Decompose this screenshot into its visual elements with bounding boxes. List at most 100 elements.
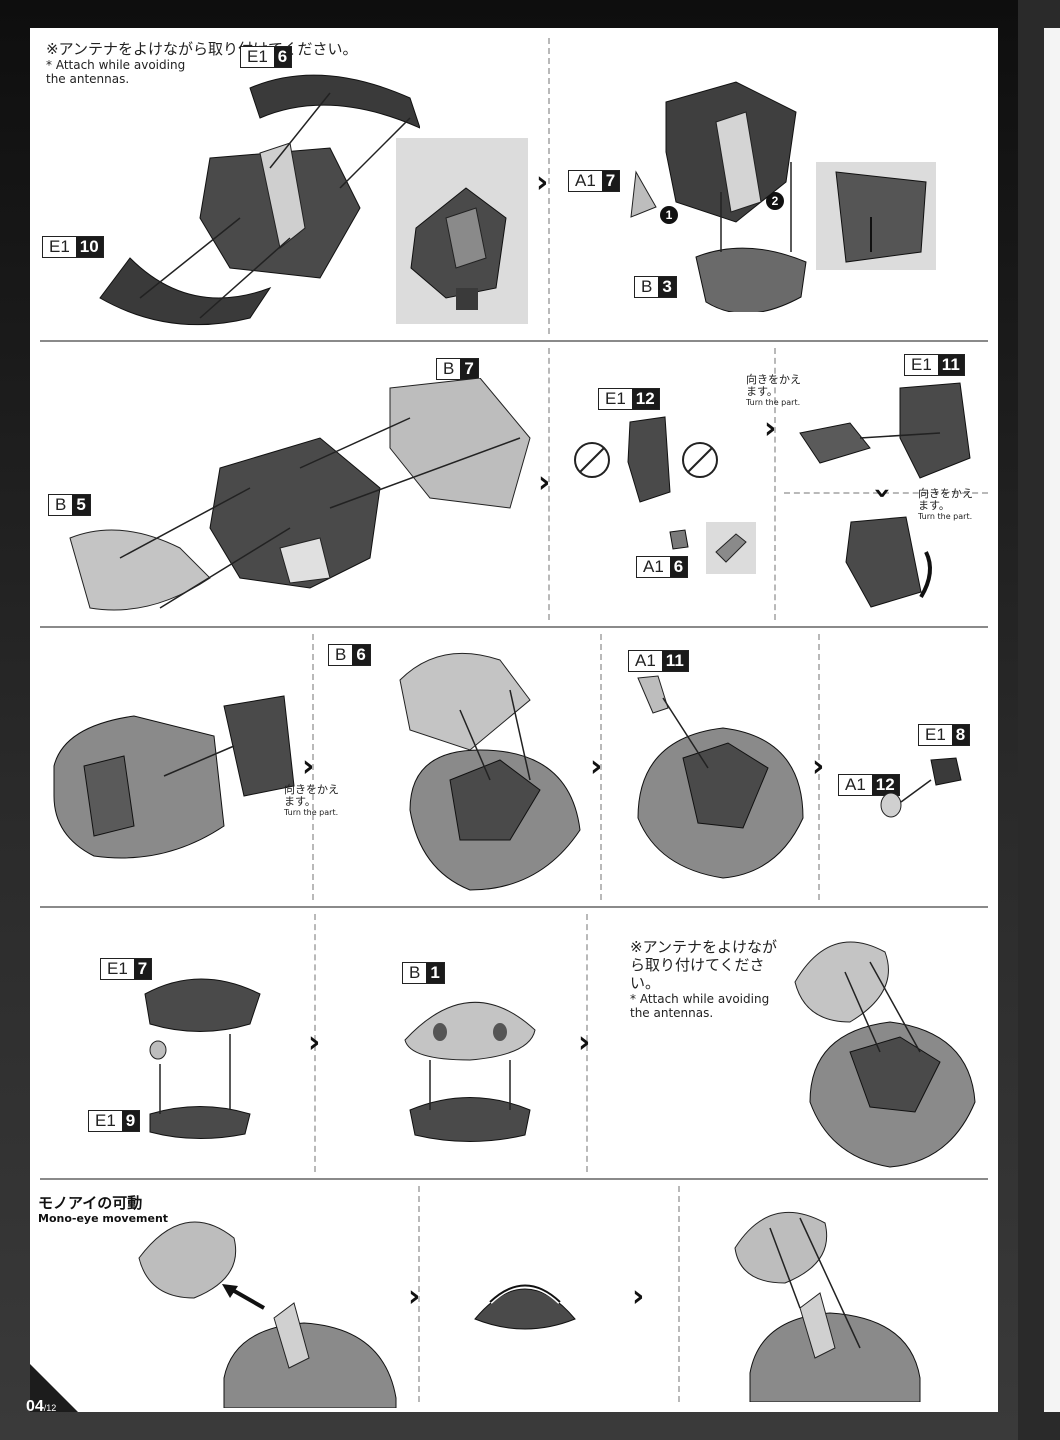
mono-eye-figure-3	[734, 1211, 921, 1402]
step-divider	[678, 1186, 680, 1402]
turn-en: Turn the part.	[284, 808, 339, 817]
turn-part-note: 向きをかえます。 Turn the part.	[746, 374, 802, 408]
part-label-number: 1	[426, 963, 444, 983]
part-label-letter: A1	[629, 651, 662, 671]
step-divider	[418, 1186, 420, 1402]
mono-eye-figure-2	[474, 1283, 576, 1330]
step-divider	[784, 492, 988, 494]
part-label-letter: E1	[89, 1111, 122, 1131]
part-label-e1-10: E1 10	[42, 236, 104, 258]
head-assembly-figure-5	[399, 652, 581, 891]
part-label-number: 7	[601, 171, 620, 191]
chevron-down-icon: ›	[865, 486, 901, 500]
mono-eye-parts-figure	[880, 757, 962, 818]
step-badge-2: 2	[766, 192, 784, 210]
chevron-right-icon: ›	[536, 165, 549, 200]
chevron-right-icon: ›	[578, 1025, 591, 1060]
part-label-number: 8	[951, 725, 970, 745]
note-jp: ※アンテナをよけながら取り付けてください。	[630, 938, 777, 992]
part-label-number: 6	[669, 557, 688, 577]
part-label-e1-11: E1 11	[904, 354, 965, 376]
part-label-number: 12	[631, 389, 659, 409]
part-label-letter: B	[437, 359, 461, 379]
detail-inset	[396, 138, 528, 324]
turn-part-note: 向きをかえます。 Turn the part.	[284, 784, 340, 818]
head-assembly-figure-7	[144, 978, 261, 1139]
part-label-letter: B	[49, 495, 73, 515]
note-en: * Attach while avoiding the antennas.	[630, 992, 770, 1020]
page-number-total: /12	[43, 1403, 57, 1413]
head-assembly-figure-1	[99, 74, 420, 326]
chevron-right-icon: ›	[590, 749, 603, 784]
part-label-e1-8: E1 8	[918, 724, 971, 746]
part-label-letter: E1	[905, 355, 938, 375]
step-divider	[774, 348, 776, 620]
part-label-letter: B	[329, 645, 353, 665]
part-label-letter: E1	[101, 959, 134, 979]
head-assembly-figure-6	[637, 675, 804, 879]
part-label-a1-6: A1 6	[636, 556, 689, 578]
part-label-number: 6	[273, 47, 292, 67]
part-label-letter: A1	[637, 557, 670, 577]
step-divider	[314, 914, 316, 1172]
part-label-b-7: B 7	[436, 358, 479, 380]
head-assembly-figure-2	[630, 81, 807, 312]
antenna-note: ※アンテナをよけながら取り付けてください。 * Attach while avo…	[630, 938, 790, 1020]
detail-inset	[706, 522, 756, 574]
step-divider	[818, 634, 820, 900]
section-divider	[40, 1178, 988, 1180]
section-title-mono-eye: モノアイの可動 Mono-eye movement	[38, 1194, 168, 1225]
mono-eye-figure-1	[138, 1221, 397, 1408]
step-divider	[548, 38, 550, 334]
part-label-number: 7	[460, 359, 478, 379]
part-label-letter: E1	[599, 389, 632, 409]
page-number-current: 04	[26, 1398, 44, 1415]
next-page-strip	[1044, 28, 1060, 1412]
turn-jp: 向きをかえます。	[918, 487, 973, 512]
part-label-number: 9	[121, 1111, 140, 1131]
part-label-number: 10	[75, 237, 103, 257]
chevron-right-icon: ›	[302, 749, 315, 784]
next-page-edge	[1018, 0, 1060, 1440]
chevron-right-icon: ›	[812, 749, 825, 784]
part-label-letter: A1	[839, 775, 872, 795]
section-divider	[40, 626, 988, 628]
step-divider	[586, 914, 588, 1172]
part-label-a1-12: A1 12	[838, 774, 900, 796]
part-label-letter: E1	[241, 47, 274, 67]
note-en: * Attach while avoiding the antennas.	[46, 58, 186, 86]
turn-jp: 向きをかえます。	[284, 783, 339, 808]
part-label-a1-11: A1 11	[628, 650, 689, 672]
part-label-b-3: B 3	[634, 276, 677, 298]
head-assembly-figure-9	[794, 941, 976, 1168]
turn-jp: 向きをかえます。	[746, 373, 801, 398]
step-divider	[600, 634, 602, 900]
chevron-right-icon: ›	[632, 1279, 645, 1314]
part-label-b-5: B 5	[48, 494, 91, 516]
part-label-number: 11	[661, 651, 688, 671]
turn-en: Turn the part.	[746, 398, 801, 407]
part-e1-11-turned-figure	[845, 516, 932, 608]
part-label-e1-9: E1 9	[88, 1110, 141, 1132]
part-label-e1-7: E1 7	[100, 958, 153, 980]
part-label-number: 11	[937, 355, 964, 375]
section-divider	[40, 340, 988, 342]
part-label-letter: A1	[569, 171, 602, 191]
part-e1-11-figure	[799, 382, 971, 479]
turn-part-note: 向きをかえます。 Turn the part.	[918, 488, 974, 522]
part-label-number: 3	[658, 277, 676, 297]
section-title-jp: モノアイの可動	[38, 1194, 143, 1212]
head-assembly-figure-8	[404, 1001, 536, 1142]
chevron-right-icon: ›	[408, 1279, 421, 1314]
part-label-letter: B	[635, 277, 659, 297]
part-label-b-6: B 6	[328, 644, 371, 666]
part-label-number: 5	[72, 495, 90, 515]
step-badge-1: 1	[660, 206, 678, 224]
part-label-e1-12: E1 12	[598, 388, 660, 410]
page-number: 04/12	[26, 1398, 56, 1416]
instruction-sheet: ※アンテナをよけながら取り付けてください。 * Attach while avo…	[30, 28, 998, 1412]
part-label-number: 7	[133, 959, 152, 979]
chevron-right-icon: ›	[764, 411, 777, 446]
part-label-b-1: B 1	[402, 962, 445, 984]
part-label-letter: B	[403, 963, 427, 983]
